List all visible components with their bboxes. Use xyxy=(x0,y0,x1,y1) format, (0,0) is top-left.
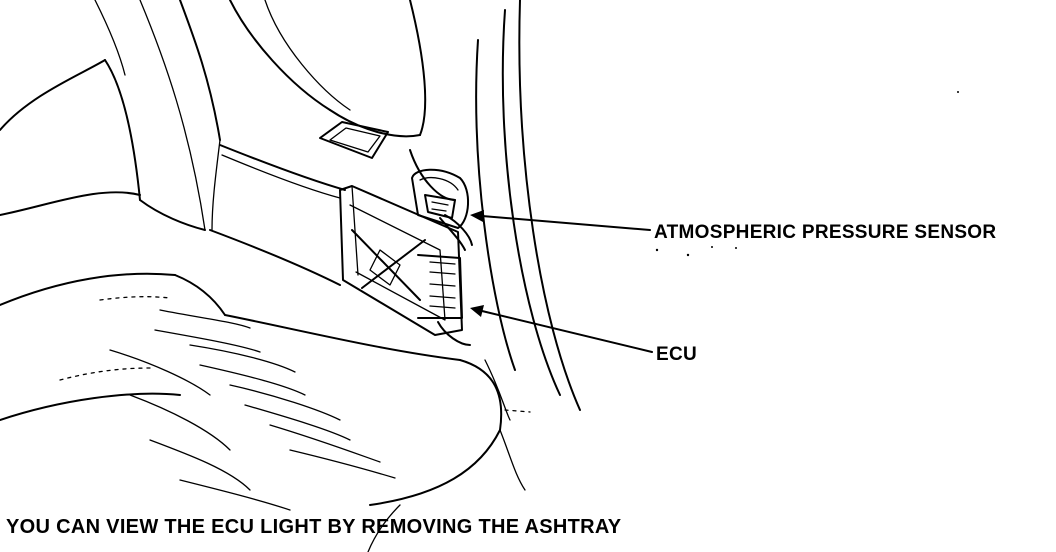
console-side xyxy=(219,144,456,201)
seat-back xyxy=(0,0,206,231)
floor-lines xyxy=(367,429,526,552)
pressure-sensor xyxy=(411,168,473,251)
ecu-label: ECU xyxy=(656,344,698,365)
leader-ecu xyxy=(470,305,653,353)
atmospheric-pressure-sensor-label: ATMOSPHERIC PRESSURE SENSOR xyxy=(654,222,997,243)
seat-cushion xyxy=(0,229,503,511)
ecu-unit xyxy=(339,185,471,346)
center-console xyxy=(179,0,427,231)
ashtray xyxy=(319,121,389,159)
diagram-caption: YOU CAN VIEW THE ECU LIGHT BY REMOVING T… xyxy=(6,516,622,538)
door-pillar xyxy=(475,0,581,421)
specks xyxy=(655,91,959,257)
leader-aps xyxy=(470,210,651,231)
